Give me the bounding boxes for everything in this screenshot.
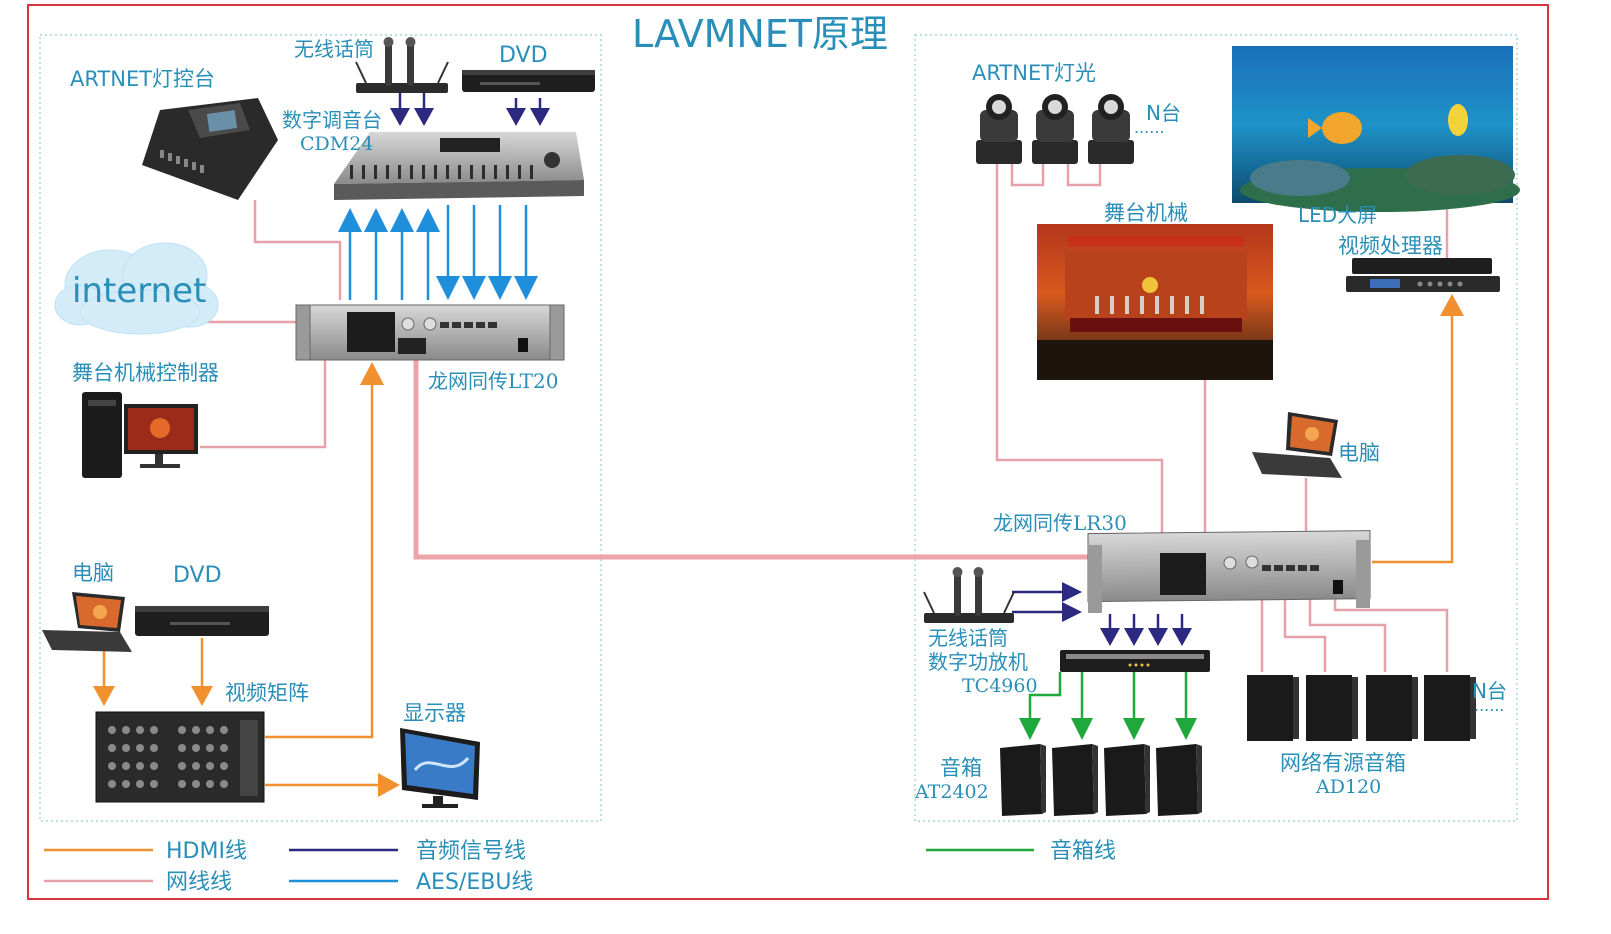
dvd-label-bottom: DVD — [173, 563, 222, 588]
lr30-label: 龙网同传LR30 — [993, 511, 1127, 535]
speaker — [1104, 744, 1150, 816]
moving-head-lights — [976, 94, 1134, 164]
internet-label: internet — [72, 271, 206, 311]
lt20-rack-unit — [295, 304, 565, 361]
right-group-border — [914, 34, 1518, 822]
legend-hdmi-label: HDMI线 — [166, 839, 247, 864]
audio-lines — [398, 92, 1184, 630]
artnet-console — [142, 98, 278, 200]
speaker-lines — [1028, 672, 1188, 720]
video-matrix-label: 视频矩阵 — [225, 681, 309, 705]
laptop-left — [42, 592, 132, 652]
stage-controller-label: 舞台机械控制器 — [72, 361, 219, 385]
video-matrix — [95, 711, 265, 803]
active-speaker — [1424, 675, 1476, 741]
aes-arrowheads — [338, 208, 538, 300]
pc-label-left: 电脑 — [72, 561, 114, 585]
moving-head-light — [976, 94, 1022, 164]
active-speakers — [1247, 675, 1476, 741]
monitor-label: 显示器 — [403, 701, 466, 725]
hdmi-arrowheads — [93, 294, 1464, 797]
stage-machinery-label: 舞台机械 — [1104, 201, 1188, 225]
amplifier-label-1: 数字功放机 — [928, 650, 1028, 674]
main-network-link — [413, 360, 1088, 560]
legend: HDMI线 网线线 音频信号线 AES/EBU线 音箱线 — [44, 839, 1116, 895]
laptop-right — [1252, 412, 1342, 478]
wireless-mic-label-left: 无线话筒 — [294, 37, 374, 61]
amplifier-label-2: TC4960 — [962, 675, 1038, 697]
speaker — [1156, 744, 1202, 816]
dvd-player-top — [462, 70, 595, 92]
legend-net-label: 网线线 — [166, 870, 232, 895]
digital-mixer-label-2: CDM24 — [300, 133, 373, 155]
moving-head-light — [1032, 94, 1078, 164]
legend-speaker-label: 音箱线 — [1050, 839, 1116, 864]
active-speaker — [1306, 675, 1358, 741]
speaker-arrowheads — [1019, 718, 1197, 740]
digital-amplifier — [1060, 650, 1210, 672]
digital-mixer-label-1: 数字调音台 — [282, 108, 382, 132]
pc-label-right: 电脑 — [1338, 441, 1380, 465]
active-speaker — [1247, 675, 1299, 741]
speaker-label-1: 音箱 — [940, 756, 982, 780]
left-group-border — [39, 34, 602, 822]
lr30-rack-unit — [1087, 530, 1371, 613]
internet-cloud — [54, 242, 219, 335]
passive-speakers — [1000, 744, 1202, 816]
video-processor-label: 视频处理器 — [1338, 234, 1443, 258]
wireless-mic-receiver-right — [923, 567, 1015, 623]
n-units-speakers-dots: ...... — [1474, 696, 1505, 715]
outer-frame — [27, 4, 1549, 900]
wireless-mic-receiver-left — [355, 37, 449, 93]
dvd-label-top: DVD — [499, 43, 548, 68]
audio-arrowheads — [390, 108, 1192, 646]
active-speaker-label-2: AD120 — [1315, 776, 1381, 798]
active-speaker — [1366, 675, 1418, 741]
legend-audio-label: 音频信号线 — [416, 839, 526, 864]
led-screen — [1232, 46, 1520, 212]
lt20-label: 龙网同传LT20 — [428, 369, 558, 393]
n-units-lights-dots: ...... — [1134, 118, 1165, 137]
speaker — [1052, 744, 1098, 816]
aes-lines — [348, 205, 528, 300]
n-units-speakers-label: N台 — [1472, 679, 1507, 703]
monitor — [400, 728, 480, 808]
legend-aes-label: AES/EBU线 — [416, 870, 533, 895]
artnet-console-label: ARTNET灯控台 — [70, 67, 215, 91]
moving-head-light — [1088, 94, 1134, 164]
hdmi-lines — [102, 312, 1454, 787]
stage-controller-pc — [82, 392, 198, 478]
n-units-lights-label: N台 — [1146, 101, 1181, 125]
dvd-player-bottom — [135, 606, 269, 636]
speaker — [1000, 744, 1046, 816]
network-lines — [190, 163, 1449, 672]
active-speaker-label-1: 网络有源音箱 — [1280, 751, 1406, 775]
digital-mixer — [334, 132, 584, 200]
stage-machinery-photo — [1037, 224, 1273, 380]
artnet-light-label: ARTNET灯光 — [972, 61, 1096, 85]
page-title: LAVMNET原理 — [632, 12, 888, 56]
led-screen-label: LED大屏 — [1298, 203, 1377, 227]
wireless-mic-label-right: 无线话筒 — [928, 626, 1008, 650]
speaker-label-2: AT2402 — [914, 781, 989, 803]
video-processor — [1346, 258, 1500, 292]
